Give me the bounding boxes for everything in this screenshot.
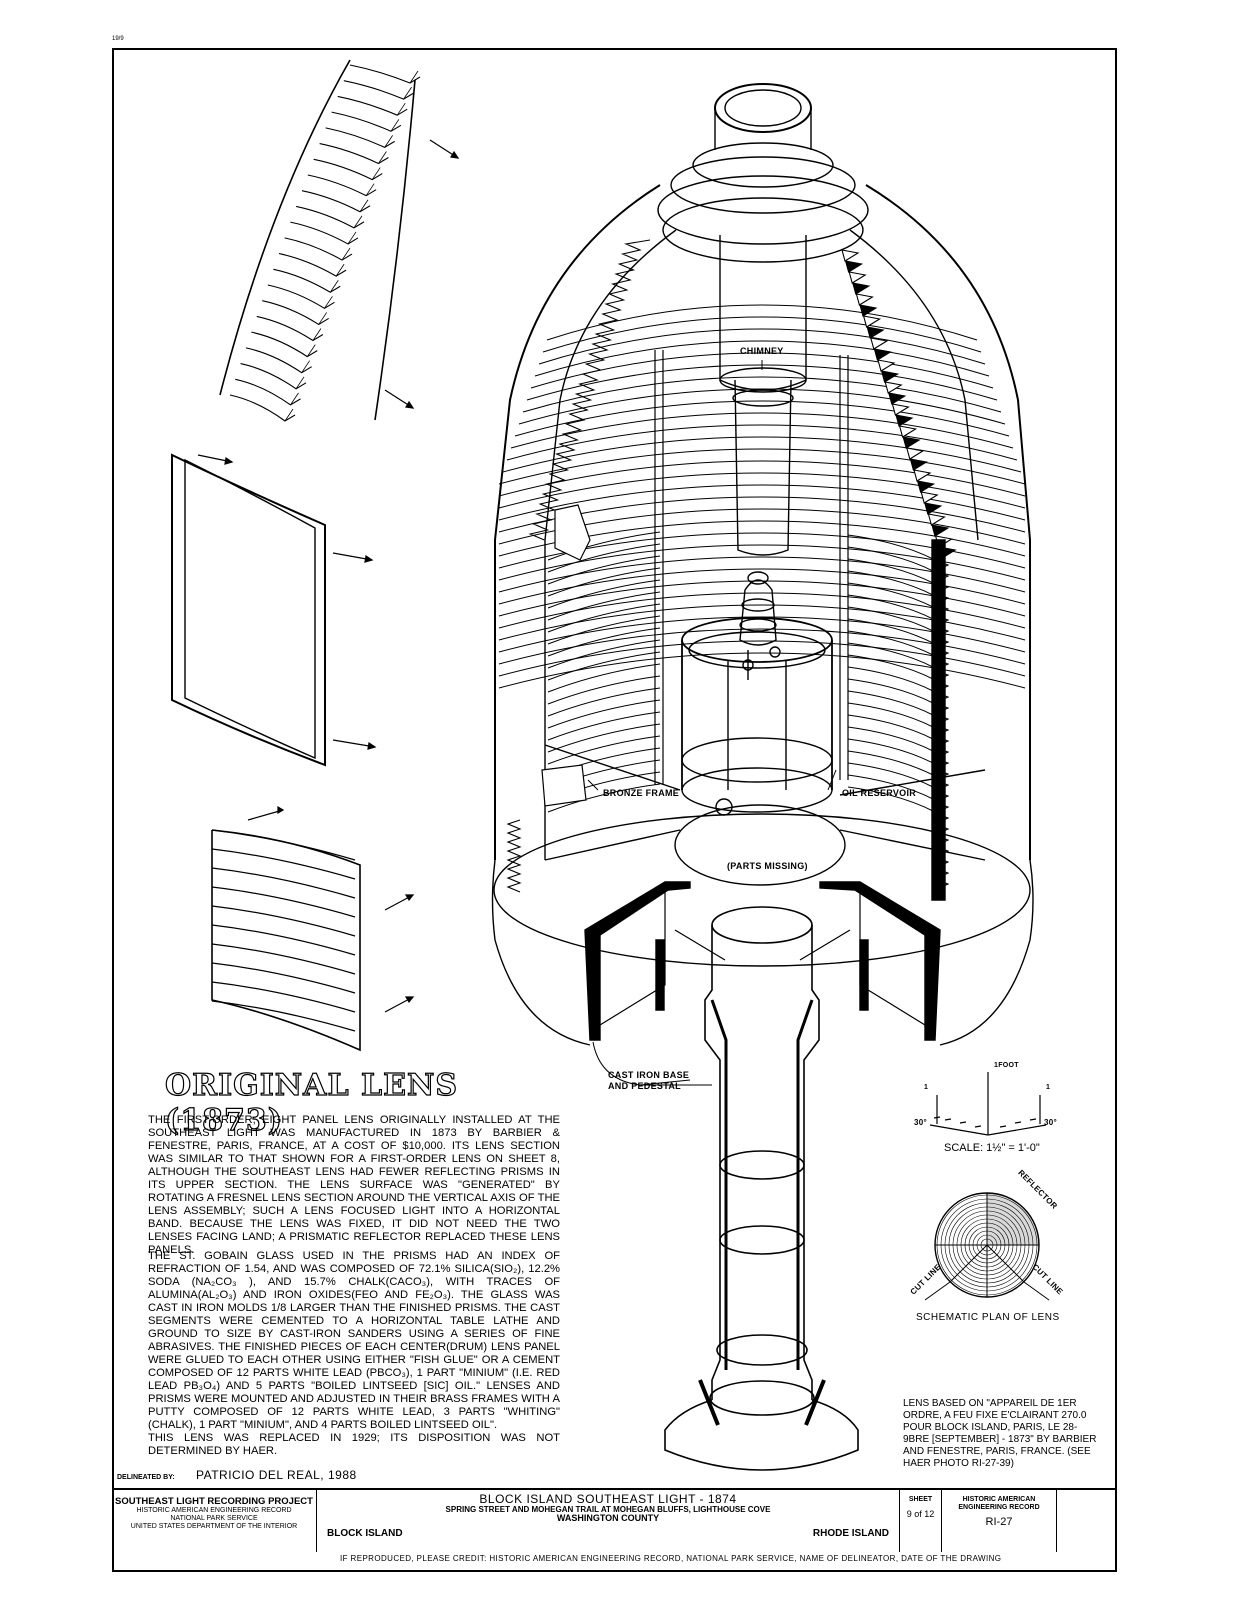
- agency-2: NATIONAL PARK SERVICE: [170, 1515, 258, 1522]
- scale-diagram: [929, 1072, 1047, 1136]
- sheet-cell: SHEET 9 of 12: [900, 1490, 942, 1552]
- agency-3: UNITED STATES DEPARTMENT OF THE INTERIOR: [130, 1523, 298, 1530]
- delineated-by-label: DELINEATED BY:: [117, 1474, 175, 1481]
- haer-line-2: ENGINEERING RECORD: [958, 1504, 1040, 1511]
- exploded-arrows: [197, 139, 460, 1013]
- burner: [739, 571, 781, 680]
- project-cell: SOUTHEAST LIGHT RECORDING PROJECT HISTOR…: [112, 1490, 317, 1552]
- prism-profile-right: [841, 249, 957, 891]
- sheet-number: 9 of 12: [906, 1509, 935, 1519]
- pedestal: [664, 906, 859, 1471]
- paragraph-3: This lens was replaced in 1929; its disp…: [148, 1432, 560, 1457]
- lens-floor: [544, 744, 986, 886]
- site-state: RHODE ISLAND: [812, 1528, 889, 1539]
- bronze-frame-posts: [541, 350, 849, 807]
- haer-number: RI-27: [985, 1516, 1013, 1528]
- page-title: ORIGINAL LENS (1873): [164, 1067, 459, 1138]
- lens-outer-shell: [491, 83, 1034, 1046]
- upper-prism-segment: [219, 59, 421, 422]
- leader-lines: [587, 360, 837, 1086]
- site-county: WASHINGTON COUNTY: [556, 1513, 660, 1523]
- project-name: SOUTHEAST LIGHT RECORDING PROJECT: [115, 1496, 313, 1507]
- haer-line-1: HISTORIC AMERICAN: [962, 1496, 1036, 1503]
- oil-reservoir-label: OIL RESERVOIR: [842, 788, 917, 798]
- oil-reservoir: [681, 617, 833, 816]
- base-frame: [599, 888, 926, 1026]
- agency-1: HISTORIC AMERICAN ENGINEERING RECORD: [136, 1507, 292, 1514]
- drum-lens-panel: [171, 453, 326, 767]
- scale-foot-label: 1FOOT: [994, 1062, 1019, 1069]
- scale-deg-left: 30°: [914, 1118, 927, 1127]
- delineator-name: PATRICIO DEL REAL, 1988: [196, 1468, 357, 1482]
- pedestal-label: AND PEDESTAL: [608, 1081, 681, 1091]
- title-block: SOUTHEAST LIGHT RECORDING PROJECT HISTOR…: [112, 1488, 1117, 1552]
- index-cell: [1057, 1490, 1115, 1552]
- sheet-corner-number: 19/9: [112, 36, 124, 42]
- haer-cell: HISTORIC AMERICAN ENGINEERING RECORD RI-…: [942, 1490, 1057, 1552]
- cast-iron-base-section: [584, 539, 946, 1041]
- prism-profile-left: [506, 239, 651, 893]
- site-name: BLOCK ISLAND SOUTHEAST LIGHT - 1874: [479, 1492, 737, 1506]
- site-left: BLOCK ISLAND: [327, 1528, 403, 1539]
- cast-iron-base-label: CAST IRON BASE: [608, 1070, 690, 1080]
- chimney: [719, 235, 807, 556]
- sheet-border: [112, 48, 1117, 1572]
- site-address: SPRING STREET AND MOHEGAN TRAIL AT MOHEG…: [445, 1505, 771, 1514]
- bronze-frame-label: BRONZE FRAME: [603, 788, 680, 798]
- schematic-plan: [924, 1192, 1050, 1301]
- chimney-label: CHIMNEY: [740, 346, 784, 356]
- paragraph-2: The St. Gobain glass used in the prisms …: [148, 1250, 560, 1431]
- lower-prism-segment: [211, 829, 361, 1052]
- lens-source-note: Lens based on "Appareil de 1er ordre, a …: [903, 1398, 1097, 1469]
- parts-missing-label: (PARTS MISSING): [727, 861, 808, 871]
- reproduction-credit: IF REPRODUCED, PLEASE CREDIT: HISTORIC A…: [340, 1554, 1002, 1563]
- site-cell: BLOCK ISLAND SOUTHEAST LIGHT - 1874 SPRI…: [317, 1490, 900, 1552]
- paragraph-1: The first-order, eight panel lens origin…: [148, 1114, 560, 1256]
- schematic-plan-caption: SCHEMATIC PLAN OF LENS: [916, 1312, 1060, 1323]
- scale-text: SCALE: 1½" = 1'-0": [944, 1142, 1040, 1154]
- scale-one-right: 1: [1046, 1084, 1051, 1091]
- scale-deg-right: 30°: [1044, 1118, 1057, 1127]
- sheet-label: SHEET: [908, 1496, 933, 1503]
- scale-one-left: 1: [924, 1084, 929, 1091]
